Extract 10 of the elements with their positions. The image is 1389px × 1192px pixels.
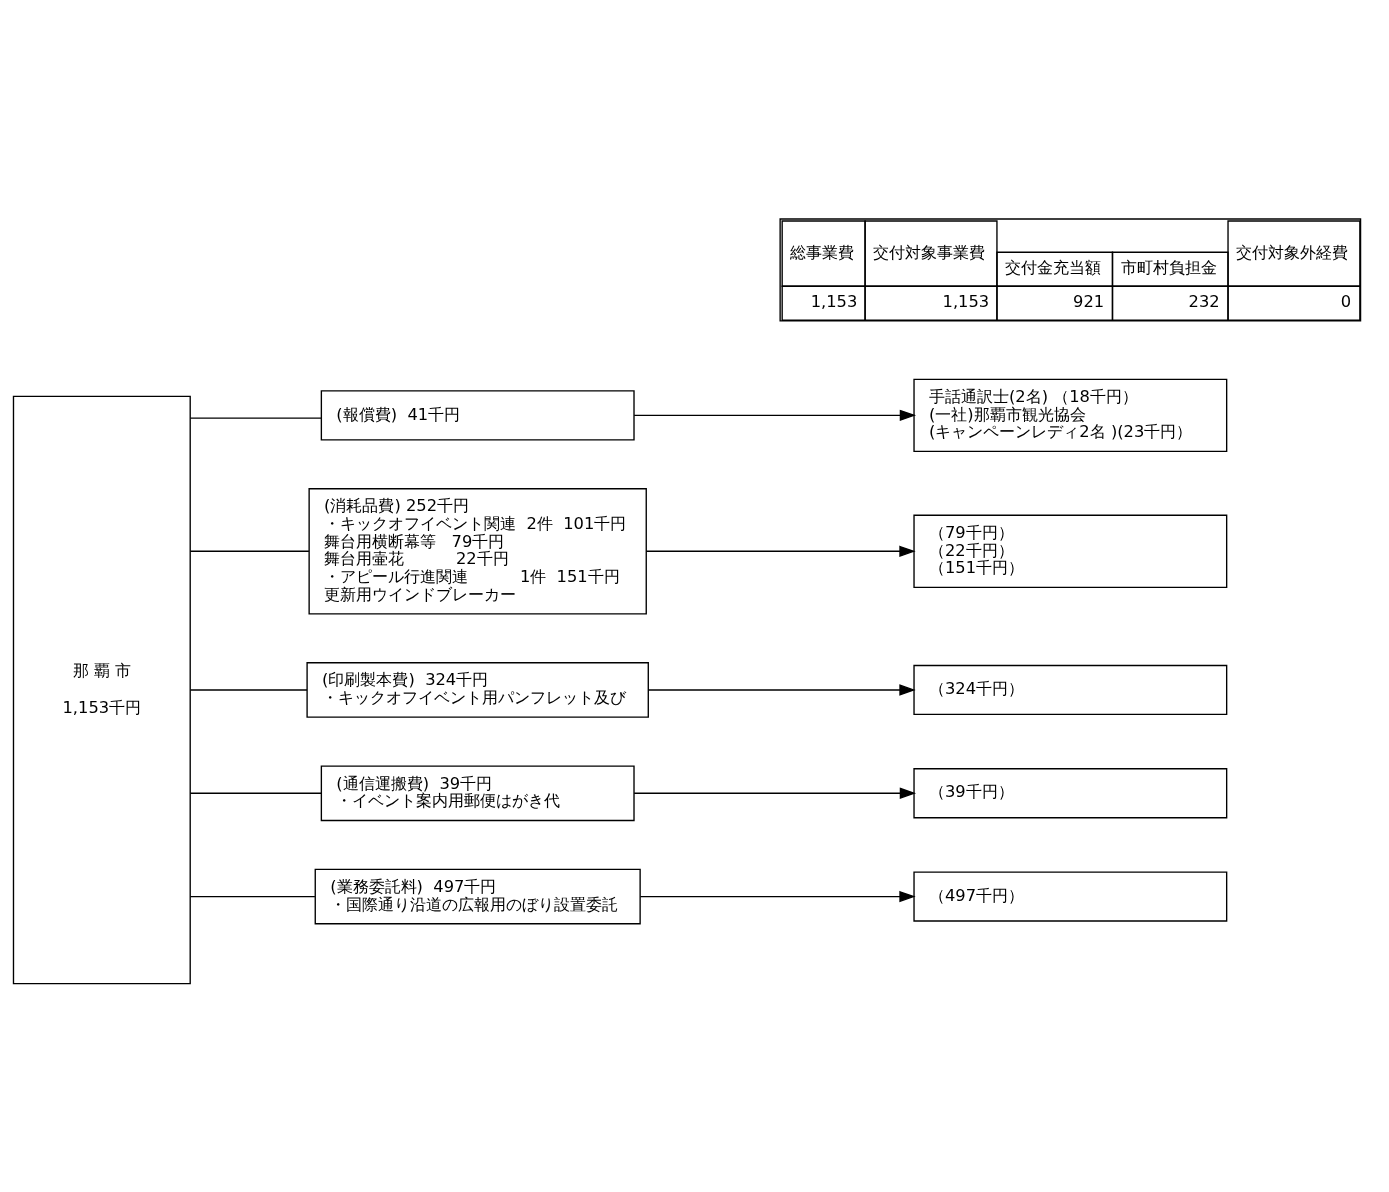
label: 1,153	[810, 291, 858, 311]
label: 交付対象外経費	[1236, 242, 1349, 262]
label: 交付金充当額	[1005, 257, 1102, 277]
label: 0	[1340, 291, 1352, 311]
label: 市町村負担金	[1120, 257, 1217, 277]
label: 232	[1188, 291, 1220, 311]
label: 交付対象事業費	[873, 242, 986, 262]
label: 1,153	[942, 291, 990, 311]
label: 921	[1073, 291, 1105, 311]
label: 総事業費	[790, 242, 855, 262]
